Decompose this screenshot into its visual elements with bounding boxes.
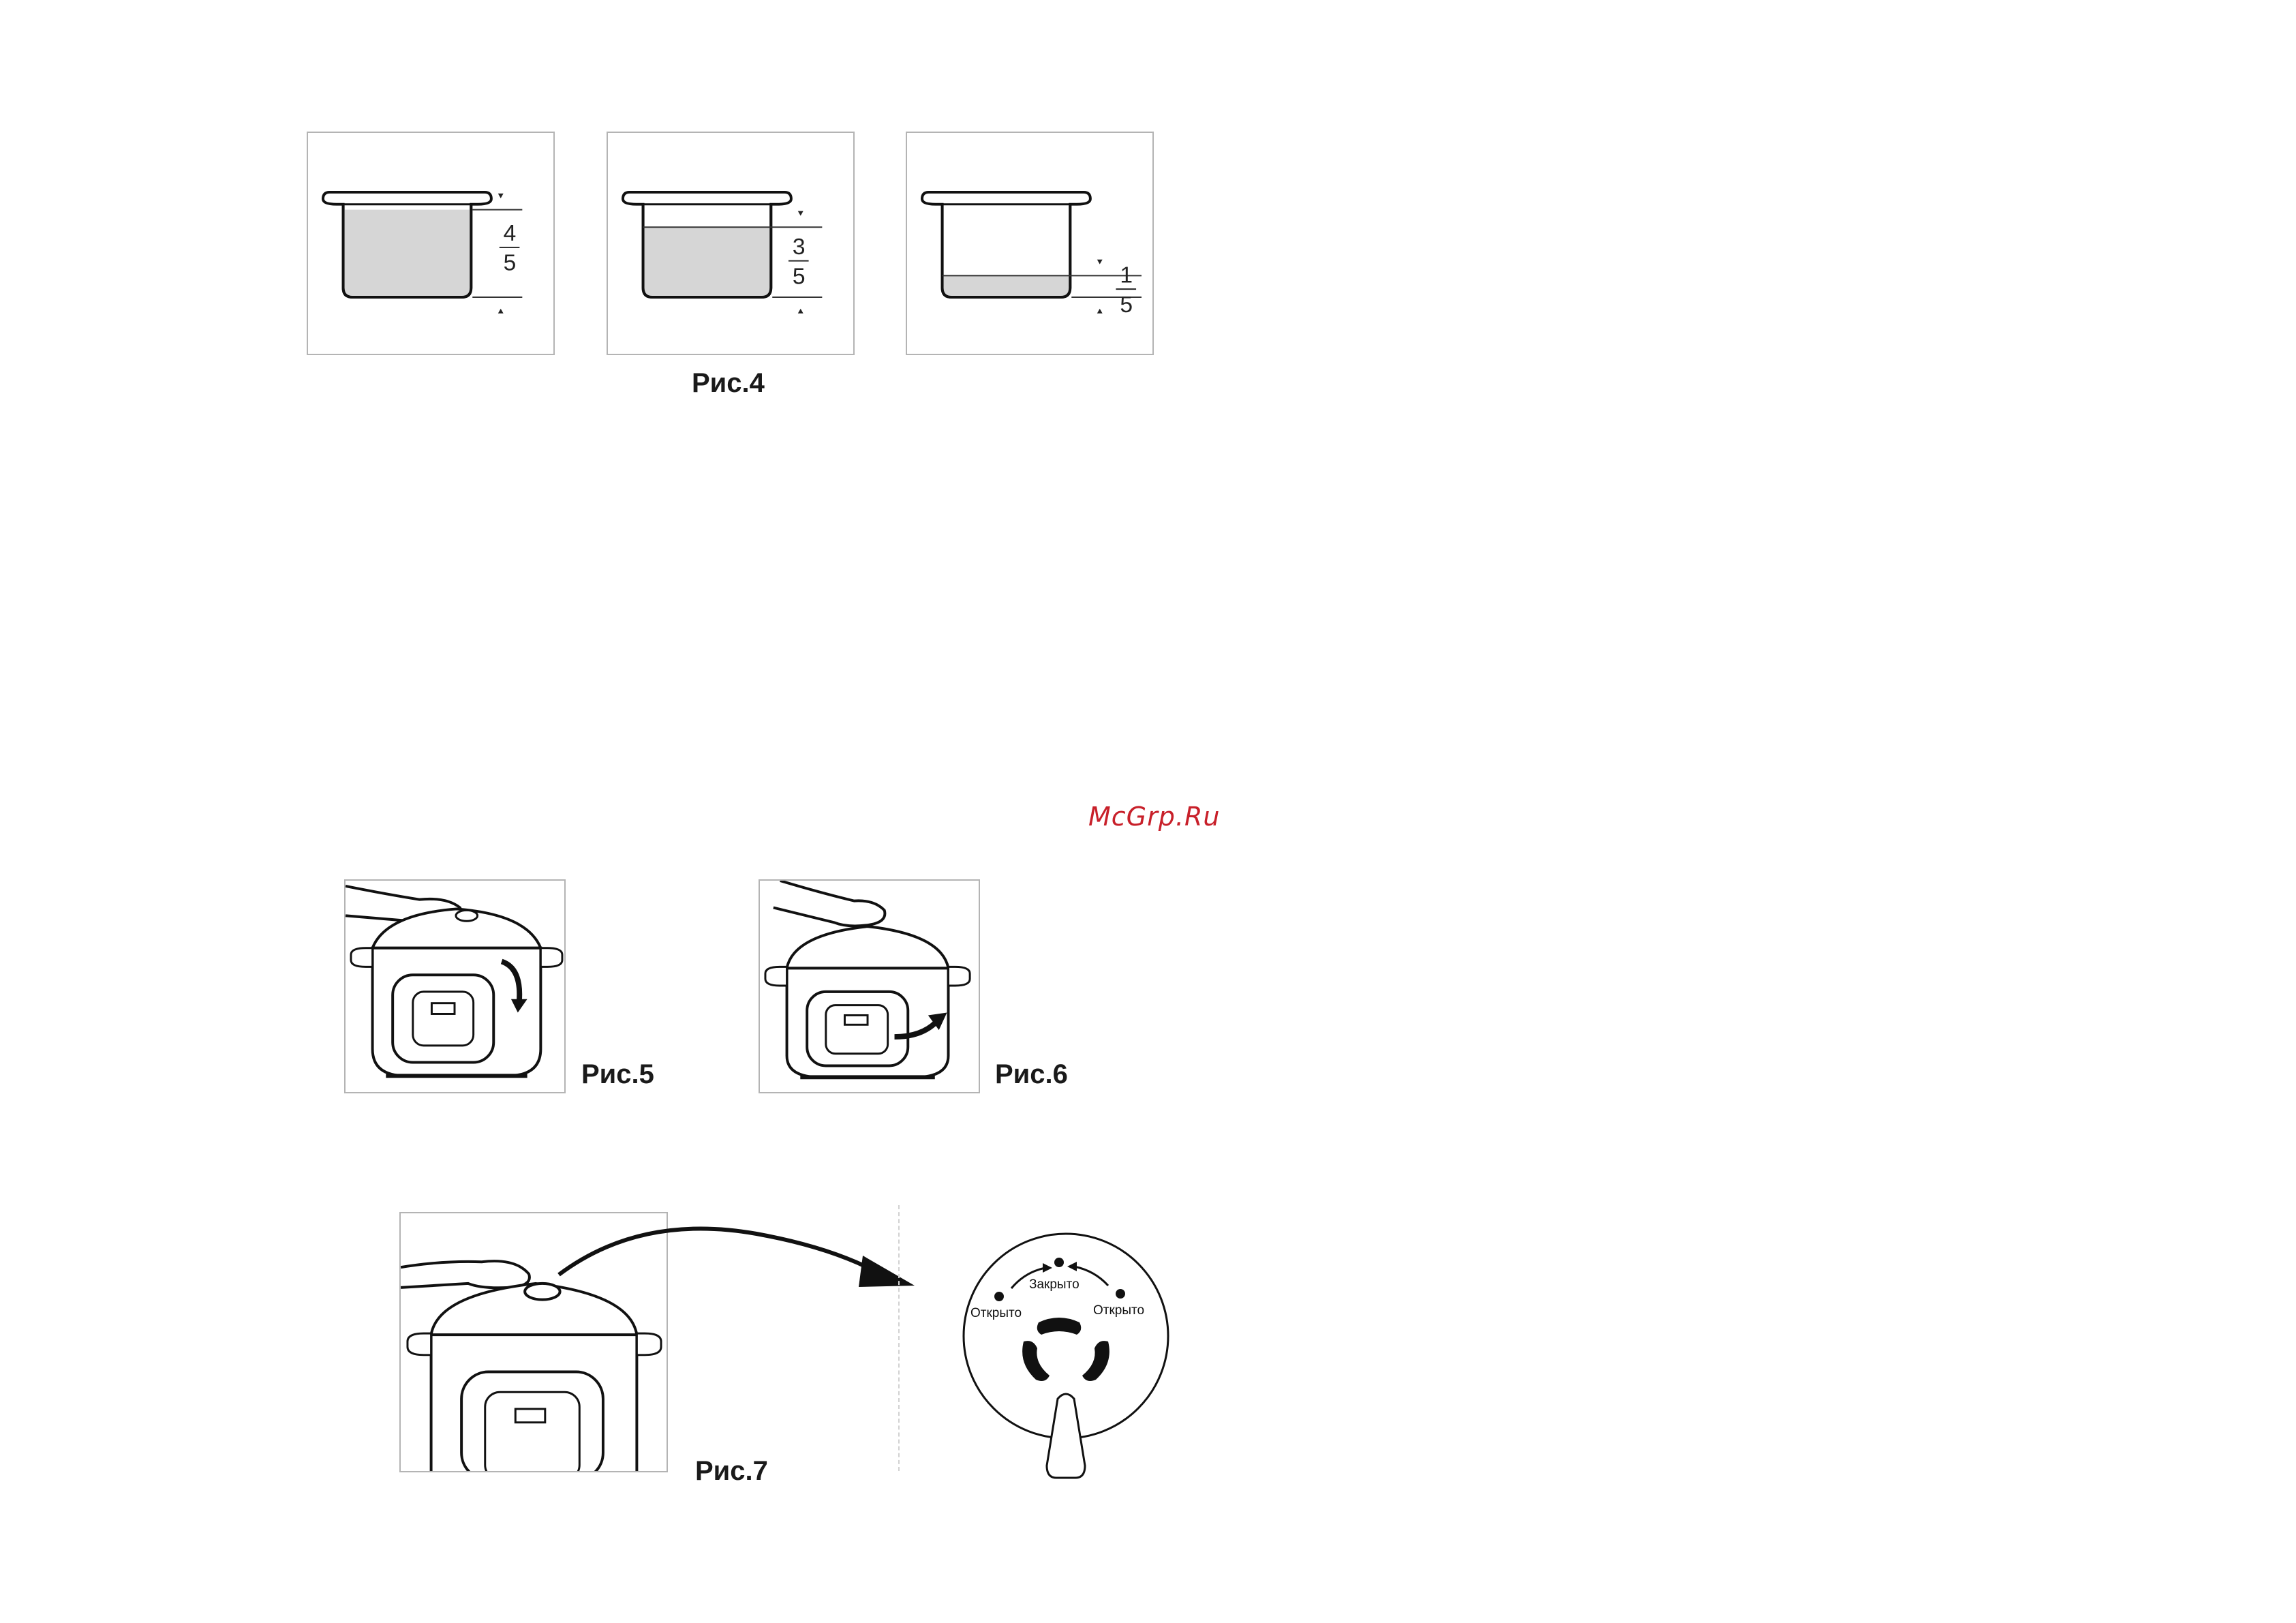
pressure-cooker-illustration xyxy=(346,881,564,1092)
fig4-panel-1: 4 5 xyxy=(307,132,555,355)
dial-open-right-label: Открыто xyxy=(1093,1303,1144,1318)
pointer-arrow-icon xyxy=(538,1220,920,1295)
pot-diagram-3-5: 3 5 xyxy=(608,133,853,354)
fig7-caption: Рис.7 xyxy=(695,1456,768,1487)
fig6-caption: Рис.6 xyxy=(995,1059,1068,1090)
fraction-numerator: 3 xyxy=(793,234,806,260)
dial-open-left-label: Открыто xyxy=(970,1306,1022,1320)
fig4-panel-3: 1 5 xyxy=(906,132,1154,355)
fig5-caption: Рис.5 xyxy=(581,1059,654,1090)
dial-closed-label: Закрыто xyxy=(1029,1277,1080,1292)
fraction-denominator: 5 xyxy=(793,264,806,289)
fraction-denominator: 5 xyxy=(504,251,517,276)
valve-dial: Закрыто Открыто Открыто xyxy=(950,1220,1182,1486)
fraction-numerator: 4 xyxy=(504,221,517,246)
watermark: McGrp.Ru xyxy=(1088,802,1220,832)
fig5-panel xyxy=(344,879,566,1093)
fig6-panel xyxy=(759,879,980,1093)
pressure-cooker-illustration xyxy=(760,881,979,1092)
separator-line xyxy=(898,1205,901,1471)
fraction-numerator: 1 xyxy=(1120,262,1133,288)
pot-diagram-1-5: 1 5 xyxy=(907,133,1152,354)
fig4-panel-2: 3 5 xyxy=(607,132,855,355)
fraction-denominator: 5 xyxy=(1120,292,1133,318)
pot-diagram-4-5: 4 5 xyxy=(308,133,553,354)
fig4-caption: Рис.4 xyxy=(692,368,765,399)
